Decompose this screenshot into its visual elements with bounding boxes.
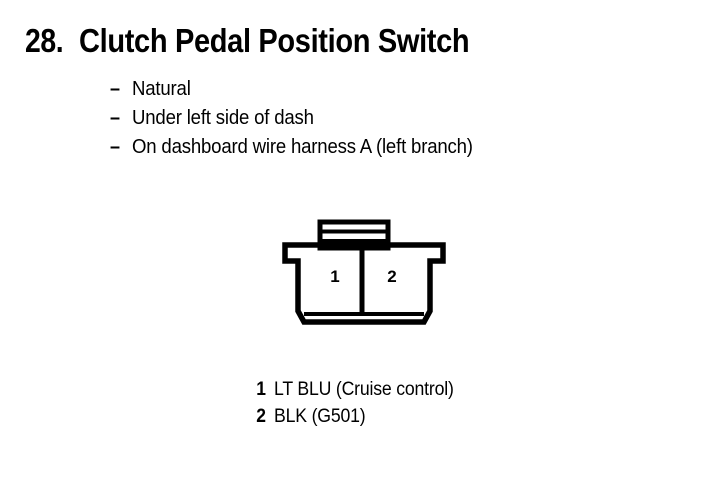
- tab-outline: [317, 219, 391, 251]
- legend-pin-number: 1: [256, 379, 266, 400]
- legend-row: 2 BLK (G501): [240, 406, 467, 433]
- connector-svg: 1 2: [282, 219, 446, 325]
- dash-bullet-icon: –: [110, 78, 121, 100]
- dash-bullet-icon: –: [110, 107, 121, 129]
- legend-wire-description: BLK (G501): [274, 406, 366, 427]
- description-text: Under left side of dash: [132, 107, 314, 129]
- cavity-label-2: 2: [387, 267, 396, 286]
- legend-pin-number: 2: [256, 406, 266, 427]
- page-title: 28. Clutch Pedal Position Switch: [25, 24, 523, 57]
- dash-bullet-icon: –: [110, 136, 121, 158]
- pin-legend: 1 LT BLU (Cruise control) 2 BLK (G501): [240, 379, 467, 433]
- legend-row: 1 LT BLU (Cruise control): [240, 379, 467, 406]
- description-text: Natural: [132, 78, 191, 100]
- cavity-label-1: 1: [330, 267, 339, 286]
- item-number: 28.: [25, 22, 64, 59]
- legend-wire-description: LT BLU (Cruise control): [274, 379, 454, 400]
- connector-body-outline: [282, 242, 446, 325]
- connector-locking-tab: [317, 219, 391, 251]
- description-line: – Natural: [110, 78, 670, 107]
- description-text: On dashboard wire harness A (left branch…: [132, 136, 473, 158]
- description-line: – On dashboard wire harness A (left bran…: [110, 136, 670, 165]
- connector-diagram: 1 2: [278, 214, 453, 334]
- component-name: Clutch Pedal Position Switch: [79, 22, 470, 59]
- description-list: – Natural – Under left side of dash – On…: [110, 78, 670, 165]
- description-line: – Under left side of dash: [110, 107, 670, 136]
